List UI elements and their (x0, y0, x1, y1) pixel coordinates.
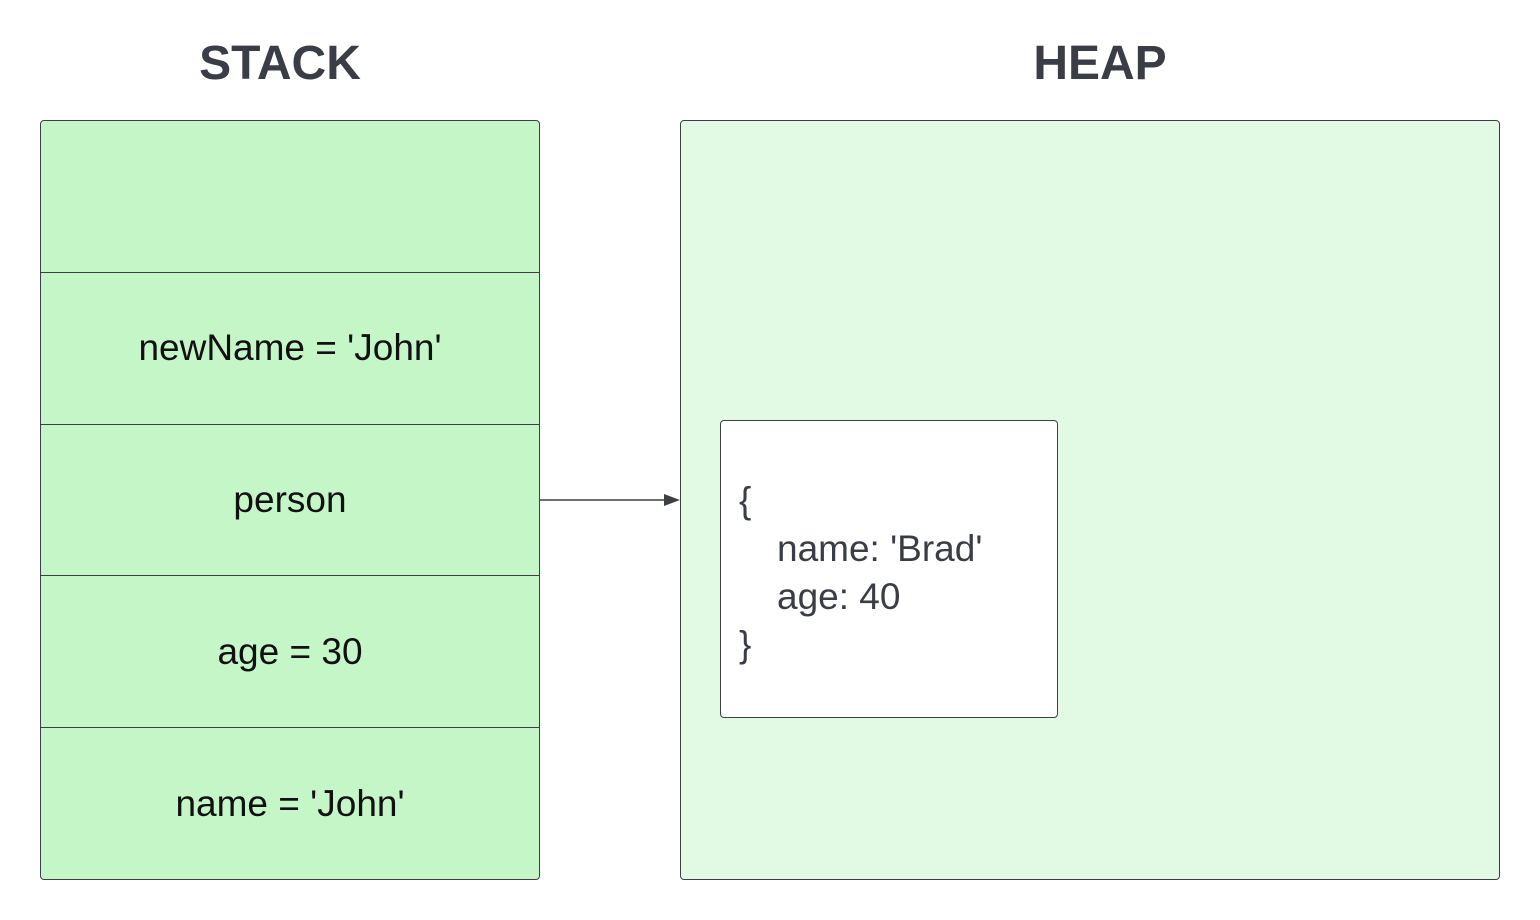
object-close-brace: } (739, 624, 752, 665)
stack-container: newName = 'John' person age = 30 name = … (40, 120, 540, 880)
stack-cell-name: name = 'John' (41, 727, 539, 879)
stack-cell-person: person (41, 423, 539, 576)
stack-cell-age: age = 30 (41, 575, 539, 727)
arrowhead-icon (664, 494, 680, 506)
stack-cell-newname: newName = 'John' (41, 271, 539, 424)
stack-cell-empty (41, 121, 539, 272)
object-prop-age: age: 40 (777, 576, 901, 617)
stack-title: STACK (199, 37, 361, 90)
heap-object: { name: 'Brad' age: 40 } (720, 420, 1058, 718)
object-prop-name: name: 'Brad' (777, 528, 983, 569)
heap-title: HEAP (1033, 37, 1167, 90)
object-open-brace: { (739, 480, 752, 521)
